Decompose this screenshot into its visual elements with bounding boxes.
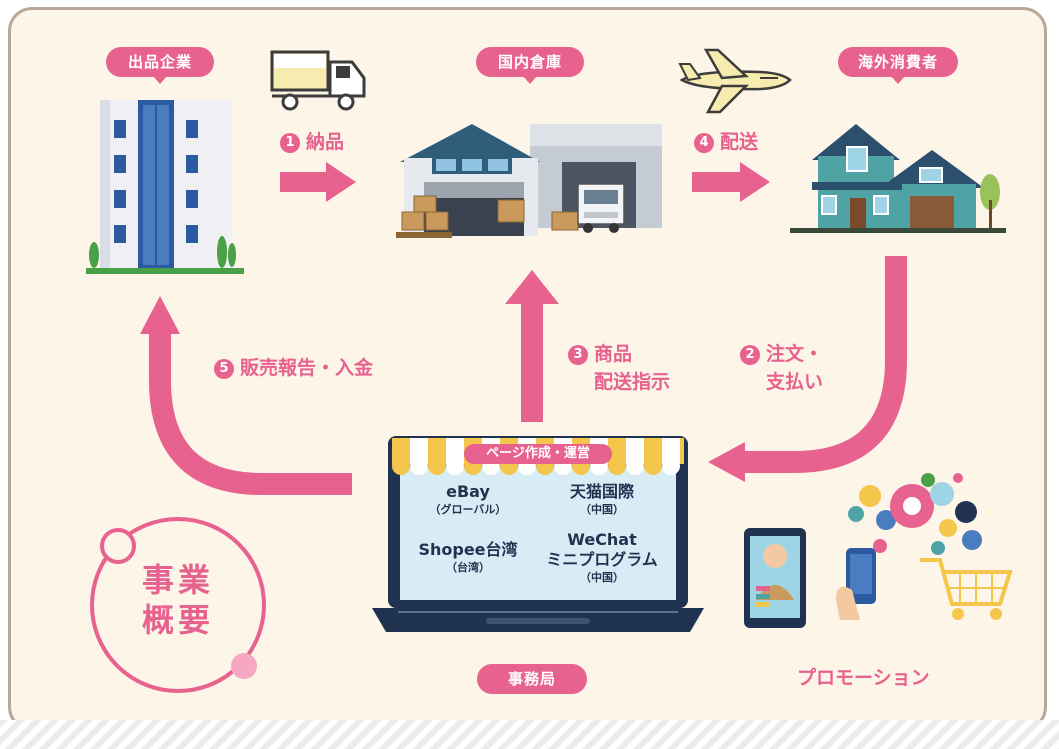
bottom-stripes [0,720,1059,749]
platform-region: （中国） [580,503,624,516]
platform-region: （中国） [580,571,624,584]
office-label: 事務局 [477,664,587,694]
warehouse-icon [396,124,662,238]
cart-icon [920,558,1013,606]
step-number: 2 [740,345,760,365]
laptop-icon [372,436,704,632]
overview-line-1: 事業 [141,561,214,599]
promotion-illustration [744,473,1013,628]
step-number: 3 [568,345,588,365]
overview-circle [90,517,266,693]
office-building-icon [86,100,244,274]
arrow-4 [692,162,770,202]
step-1-label: 1 納品 [280,128,344,156]
platform-wechat: WeChat ミニプログラム （中国） [532,530,672,585]
overview-title: 事業 概要 [113,560,243,640]
platform-ebay: eBay （グローバル） [412,482,524,517]
arrow-5-head [140,296,180,334]
arrow-1 [280,162,356,202]
step-text: 配送指示 [594,371,671,393]
platform-name: eBay [446,482,490,501]
platform-region: （グローバル） [429,503,507,516]
step-text: 支払い [766,371,824,393]
step-number: 4 [694,133,714,153]
delivery-truck-icon [270,50,366,111]
step-text: 商品 [594,343,633,365]
step-text: 配送 [720,131,759,153]
step-2-label: 2 注文・ 支払い [740,340,823,396]
warehouse-label: 国内倉庫 [476,47,584,84]
house-icon [790,124,1006,233]
arrow-2-head [708,442,745,482]
storefront-label: ページ作成・運営 [486,446,590,461]
platform-shopee: Shopee台湾 （台湾） [404,540,532,575]
storefront-awning [392,438,684,475]
step-text: 販売報告・入金 [240,357,374,379]
warehouse-truck [577,183,625,233]
overview-line-2: 概要 [141,601,214,639]
arrow-5 [149,330,352,495]
platform-name: Shopee台湾 [418,540,518,559]
step-text: 納品 [306,131,345,153]
company-label: 出品企業 [106,47,214,84]
step-text: 注文・ [766,343,824,365]
platform-name: 天猫国際 [569,482,634,501]
airplane-icon [678,48,792,114]
step-number: 5 [214,359,234,379]
promotion-label: プロモーション [797,667,930,689]
step-3-label: 3 商品 配送指示 [568,340,670,396]
step-number: 1 [280,133,300,153]
arrow-2 [740,256,907,473]
step-5-label: 5 販売報告・入金 [214,354,373,382]
platform-region: （台湾） [446,561,490,574]
arrow-3 [505,270,559,422]
platform-name: WeChat ミニプログラム [546,530,658,569]
consumer-label: 海外消費者 [838,47,958,84]
step-4-label: 4 配送 [694,128,758,156]
platform-tmall: 天猫国際 （中国） [540,482,664,517]
